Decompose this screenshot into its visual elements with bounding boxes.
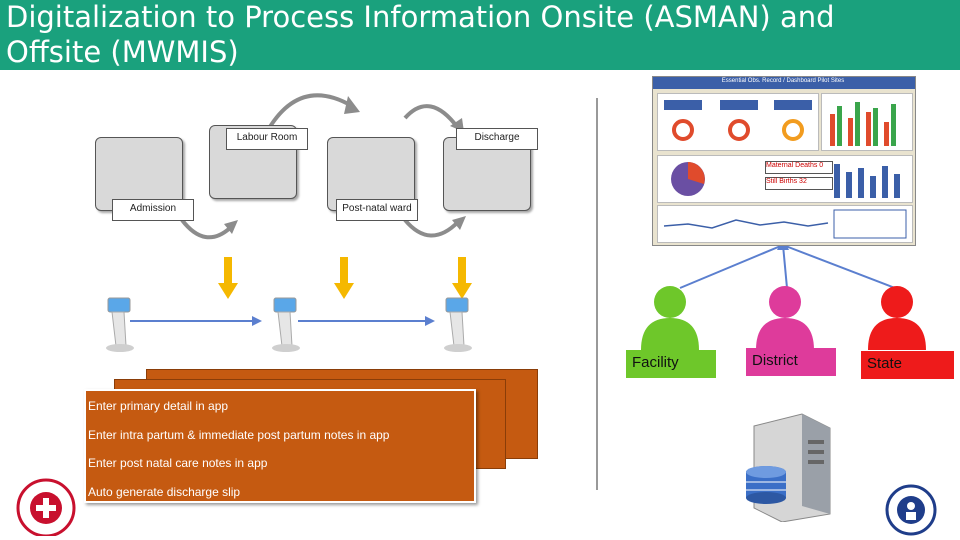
label-labour-room: Labour Room [226, 128, 308, 150]
kiosk-icon-2 [272, 297, 300, 352]
dashboard-heading: Essential Obs. Record / Dashboard Pilot … [721, 78, 845, 84]
curve-arrowhead-1 [344, 96, 360, 114]
down-arrow-1 [218, 257, 238, 299]
step-intra-partum: Enter intra partum & immediate post part… [88, 428, 390, 442]
state-health-logo-icon [885, 484, 937, 536]
step-post-natal-care: Enter post natal care notes in app [88, 456, 268, 470]
nhm-logo-icon [16, 478, 76, 536]
step-discharge-slip: Auto generate discharge slip [88, 485, 241, 499]
kiosk-icon-1 [106, 297, 134, 352]
district-label: District [746, 348, 836, 376]
curve-arrowhead-2 [224, 220, 238, 234]
dashboard-panel-kpis [657, 93, 819, 151]
title-bar [0, 0, 960, 70]
down-arrow-2 [334, 257, 354, 299]
link-facility [679, 244, 784, 289]
steps-card-front [84, 389, 476, 503]
label-post-natal-ward: Post-natal ward [336, 199, 418, 221]
curve-arrow-admission-labour [266, 93, 353, 132]
state-label: State [861, 351, 954, 379]
link-district [782, 244, 788, 289]
state-person-icon [868, 286, 926, 350]
dashboard-header-bar [653, 77, 915, 89]
dashboard-trend-graphics [663, 209, 907, 239]
dashboard-mid-graphics [671, 162, 900, 198]
dashboard-kpi-graphics [664, 100, 812, 141]
facility-label: Facility [626, 350, 716, 378]
dashboard-panel-trend [657, 205, 913, 243]
stage-box-post-natal [327, 137, 415, 211]
dashboard-maternal-deaths: Maternal Deaths 0 [765, 161, 833, 174]
flow-arrows [130, 93, 896, 490]
curve-arrow-post-discharge [403, 104, 460, 130]
label-admission: Admission [112, 199, 194, 221]
page-title: Digitalization to Process Information On… [6, 0, 835, 69]
kiosk-link-1-head [252, 316, 262, 326]
dashboard-still-births: Still Births 32 [765, 177, 833, 190]
district-person-icon [756, 286, 814, 350]
curve-arrow-labour-post [180, 218, 232, 240]
dashboard-bar-graphics [830, 102, 896, 146]
kiosk-icon-3 [444, 297, 472, 352]
curve-arrowhead-4 [452, 216, 466, 230]
curve-arrow-discharge [403, 218, 460, 238]
label-discharge: Discharge [456, 128, 538, 150]
facility-person-icon [641, 286, 699, 350]
link-state [782, 244, 896, 289]
kiosk-link-2-head [425, 316, 435, 326]
down-arrow-3 [452, 257, 472, 299]
dashboard-panel-bars [821, 93, 913, 151]
step-primary-detail: Enter primary detail in app [88, 399, 229, 413]
database-server-icon [746, 413, 831, 522]
dashboard-screenshot: Essential Obs. Record / Dashboard Pilot … [652, 76, 916, 246]
